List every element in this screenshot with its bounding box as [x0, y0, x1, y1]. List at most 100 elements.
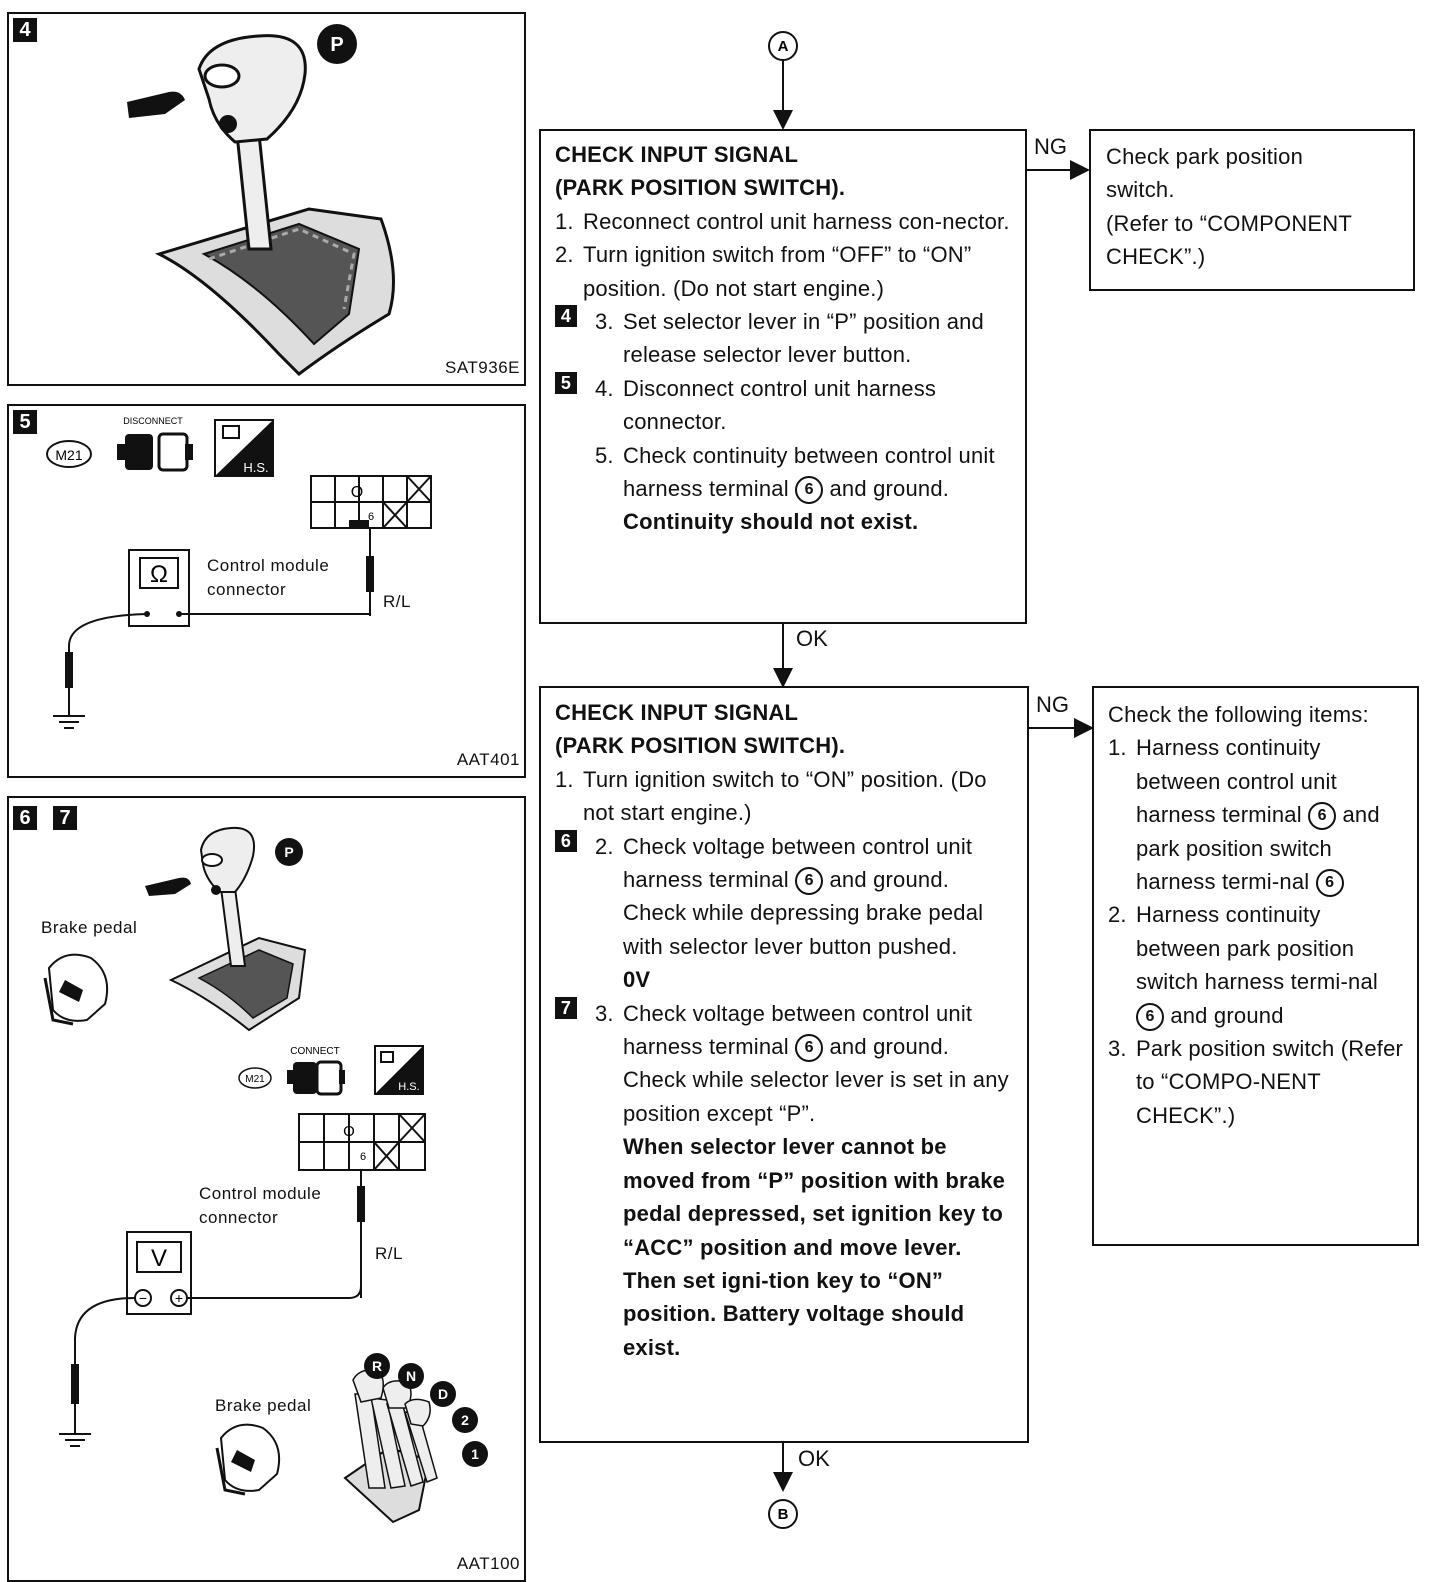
control-module-connector: O 6	[310, 475, 432, 529]
disconnect-label: DISCONNECT	[123, 416, 183, 426]
connector-b-circle	[768, 1499, 798, 1529]
item-text-part: and ground	[1170, 1002, 1284, 1028]
p-position-mark: P	[284, 844, 293, 860]
figure-ref-marker: 7	[555, 996, 577, 1019]
terminal-o-label: O	[343, 1123, 355, 1140]
expected-result: When selector lever cannot be moved from…	[623, 1134, 1006, 1360]
terminal-number-circle: 6	[795, 867, 824, 896]
step-number: 2.	[555, 242, 574, 268]
box1-step-5: 5. Check continuity between control unit …	[555, 439, 1017, 539]
step-number: 2.	[595, 833, 614, 859]
step-text-part: Check continuity between control unit ha…	[623, 442, 995, 502]
step-number: 3.	[595, 309, 614, 335]
ng1-line2: switch.	[1106, 177, 1175, 203]
step-number: 4.	[595, 375, 614, 401]
ng1-line1: Check park position	[1106, 144, 1304, 169]
terminal-number-circle: 6	[795, 1034, 824, 1063]
ng-label-1: NG	[1034, 134, 1067, 159]
position-mark-r	[364, 1353, 390, 1379]
ok-label-1: OK	[796, 626, 828, 651]
check-box-1-text: CHECK INPUT SIGNAL (PARK POSITION SWITCH…	[555, 138, 1017, 539]
voltmeter-icon: V − +	[126, 1231, 192, 1315]
figure-panel-5: 5 M21 DISCONNECT H.S.	[7, 404, 526, 778]
ng1-line4: CHECK”.)	[1106, 244, 1206, 270]
expected-result: Continuity should not exist.	[623, 509, 919, 535]
connect-connector-icon	[287, 1060, 345, 1096]
brake-pedal-foot-icon	[215, 1423, 281, 1496]
ground-symbol	[59, 1426, 91, 1447]
connector-label-line1: Control module	[199, 1184, 322, 1203]
step-text: Check continuity between control unit ha…	[623, 439, 1017, 539]
connector-label: Control module connector	[207, 554, 329, 602]
ng2-item-1: 1.Harness continuity between control uni…	[1108, 731, 1404, 898]
disconnect-connector-icon	[117, 432, 193, 472]
figure-panel-6-7: 6 7 P CONNECT M21 H.S.	[7, 796, 526, 1582]
ng-label-2: NG	[1036, 692, 1069, 717]
step-text: Turn ignition switch to “ON” position. (…	[583, 766, 987, 826]
figure-code: SAT936E	[444, 358, 520, 377]
connector-label-line2: connector	[207, 580, 287, 599]
continuity-circuit-diagram: M21 DISCONNECT H.S.	[46, 416, 432, 729]
ng2-intro: Check the following items:	[1108, 702, 1369, 727]
connector-label-line2: connector	[199, 1208, 279, 1227]
box2-step-2: 6 2. Check voltage between control unit ha…	[555, 829, 1017, 997]
step-text: Disconnect control unit harness connecto…	[623, 375, 937, 435]
brake-pedal-foot-icon	[43, 953, 109, 1026]
step-text: Reconnect control unit harness con-necto…	[583, 208, 1010, 234]
position-mark-2	[452, 1407, 478, 1433]
figure-ref-marker: 5	[555, 371, 577, 394]
figure-panel-4: 4 P SAT936E	[7, 12, 526, 386]
panel-tag-5: 5	[13, 410, 37, 434]
control-module-connector: O 6	[298, 1113, 426, 1171]
position-mark-1	[462, 1441, 488, 1467]
step-number: 1.	[555, 208, 574, 234]
step-text-part: and ground. Check while depressing brake…	[623, 867, 984, 959]
box1-step-4: 5 4. Disconnect control unit harness conne…	[555, 371, 1017, 439]
terminal-number-circle: 6	[795, 476, 824, 505]
position-mark-label: N	[406, 1368, 416, 1384]
ng2-item-3: 3.Park position switch (Refer to “COMPO-…	[1108, 1032, 1404, 1132]
position-mark-label: D	[438, 1386, 448, 1402]
box1-title-line2: (PARK POSITION SWITCH).	[555, 175, 846, 201]
hand-tester-icon: H.S.	[214, 419, 274, 477]
connector-label: Control module connector	[199, 1182, 321, 1230]
step-number: 1.	[555, 766, 574, 792]
position-mark-n	[398, 1363, 424, 1389]
terminal-number-circle: 6	[1136, 1002, 1164, 1031]
box2-title-line2: (PARK POSITION SWITCH).	[555, 733, 846, 759]
check-box-2-text: CHECK INPUT SIGNAL (PARK POSITION SWITCH…	[555, 696, 1017, 1364]
check-box-1	[539, 129, 1027, 624]
item-number: 2.	[1108, 902, 1127, 928]
ng2-item-2: 2. Harness continuity between park positi…	[1108, 898, 1404, 1032]
connector-code: M21	[55, 447, 82, 463]
ng-action-box-1-text: Check park position switch. (Refer to “C…	[1106, 140, 1406, 274]
terminal-number-circle: 6	[1308, 802, 1337, 831]
step-text: Check voltage between control unit harne…	[623, 997, 1017, 1364]
item-text: Harness continuity between park position…	[1136, 898, 1404, 1032]
step-text: Check voltage between control unit harne…	[623, 830, 1017, 997]
minus-terminal: −	[139, 1290, 147, 1306]
volt-symbol: V	[151, 1245, 167, 1272]
step-number: 5.	[595, 442, 614, 468]
p-position-mark: P	[330, 34, 343, 56]
step-text-part: Check voltage between control unit harne…	[623, 833, 973, 893]
box2-step-1: 1. Turn ignition switch to “ON” position.…	[555, 763, 1017, 830]
figure-code: AAT401	[456, 750, 520, 769]
position-mark-d	[430, 1381, 456, 1407]
item-text: Park position switch (Refer to “COMPO-NE…	[1136, 1036, 1404, 1128]
hs-label: H.S.	[398, 1081, 419, 1093]
check-box-2	[539, 686, 1029, 1443]
ng1-line3: (Refer to “COMPONENT	[1106, 210, 1353, 236]
position-mark-label: 2	[461, 1412, 469, 1428]
connector-a-label: A	[778, 38, 789, 55]
expected-result: 0V	[623, 967, 651, 993]
item-text-part: and park position switch harness termi-n…	[1136, 802, 1380, 895]
voltage-check-diagram: P CONNECT M21 H.S.	[43, 826, 488, 1524]
item-text-part: Harness continuity between park position…	[1136, 902, 1378, 995]
ok-label-2: OK	[798, 1446, 830, 1471]
item-text-part: Harness continuity between control unit …	[1136, 735, 1337, 828]
panel-tag-4: 4	[13, 18, 37, 42]
step-text: Turn ignition switch from “OFF” to “ON” …	[583, 242, 972, 301]
